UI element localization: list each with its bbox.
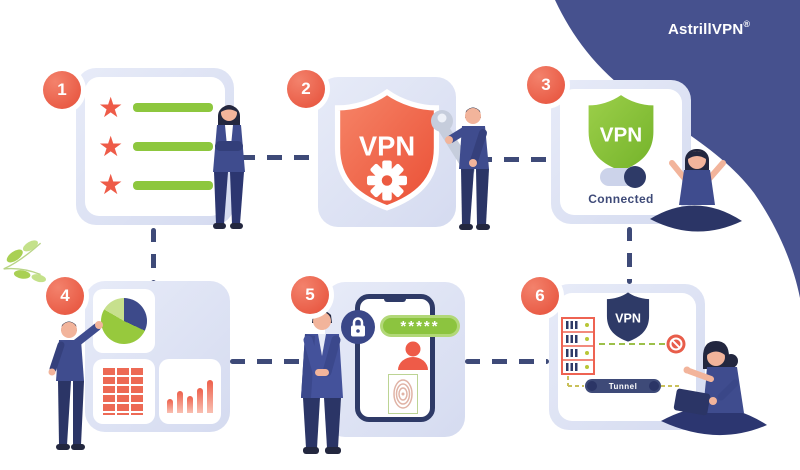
checklist-row: ★ [97,130,213,162]
bar [197,388,203,413]
connector-step1-step2 [240,155,318,160]
password-field: ***** [380,315,460,337]
vpn-shield-label: VPN [600,123,643,146]
step-badge-4: 4 [46,277,84,315]
user-icon [398,341,428,370]
step5-secure-login-card: ***** [325,282,465,437]
blocked-icon [666,334,686,354]
man-with-wrench-illustration [431,107,490,230]
bar [207,380,213,413]
checklist-row: ★ [97,91,213,123]
star-icon: ★ [98,130,124,162]
vpn-shield-orange-icon: VPN [334,89,440,211]
step-badge-5: 5 [291,276,329,314]
vpn-shield-navy-icon: VPN [606,292,650,342]
tunnel-endpoint [649,381,659,391]
tunnel-endpoint [587,381,597,391]
man-pointing-illustration [48,321,103,450]
tunnel-dashed-line [567,376,569,386]
lock-icon [351,317,365,337]
woman-standing-illustration [213,105,245,229]
step3-connected-card: VPN Connected [551,80,691,224]
tunnel-label: Tunnel [608,382,638,391]
step-badge-1: 1 [43,71,81,109]
text-line-placeholder [133,180,213,190]
tunnel-dashed-line [568,385,584,387]
step4-dashboard-card [85,281,230,432]
pie-chart-tile [93,289,155,353]
data-table-tile [93,359,155,424]
woman-with-tablet-illustration [661,341,767,436]
woman-sitting-cheering-illustration [650,149,742,232]
tunnel-pipe: Tunnel [585,379,661,393]
data-table [103,368,145,415]
fingerprint-icon [388,374,418,414]
star-icon: ★ [98,169,124,201]
registered-mark-icon: ® [743,19,751,29]
blocked-traffic-dashed-line [599,343,667,345]
connection-status-label: Connected [588,192,654,206]
connector-step5-step6 [465,359,549,364]
step1-checklist-card: ★ ★ ★ [76,68,234,225]
vpn-toggle [600,166,646,188]
server-rack-icon [561,317,595,375]
brand-logo: AstrillVPN® [668,19,750,38]
step2-vpn-setup-card: VPN [318,77,456,227]
corner-blob-decoration [555,0,800,298]
bar [167,399,173,413]
businessman-illustration [301,310,343,454]
checklist-row: ★ [97,171,213,199]
lock-badge [341,310,375,344]
bar [177,391,183,413]
bar-chart-tile [159,359,221,424]
connector-step4-step5 [230,359,325,364]
vpn-shield-label: VPN [359,130,415,161]
tablet [673,388,711,416]
connector-step3-step6 [627,227,632,284]
toggle-knob [624,166,646,188]
connector-step1-step4 [151,228,156,281]
tunnel-dashed-line [661,385,679,387]
step-badge-3: 3 [527,66,565,104]
star-icon: ★ [98,91,124,123]
connector-step2-step3 [477,157,551,162]
vpn-shield-label: VPN [615,311,641,325]
brand-name: AstrillVPN [668,21,744,38]
step-badge-6: 6 [521,277,559,315]
bar [187,396,193,413]
checklist: ★ ★ ★ [85,77,225,216]
phone-speaker [384,298,406,302]
password-mask: ***** [383,318,457,335]
bar-chart [167,371,213,413]
gear-icon [367,160,407,201]
pie-chart [101,298,147,344]
leaf-decoration-icon [3,240,46,283]
step-badge-2: 2 [287,70,325,108]
text-line-placeholder [133,142,213,151]
text-line-placeholder [133,103,213,113]
vpn-shield-green-icon: VPN [588,95,654,171]
